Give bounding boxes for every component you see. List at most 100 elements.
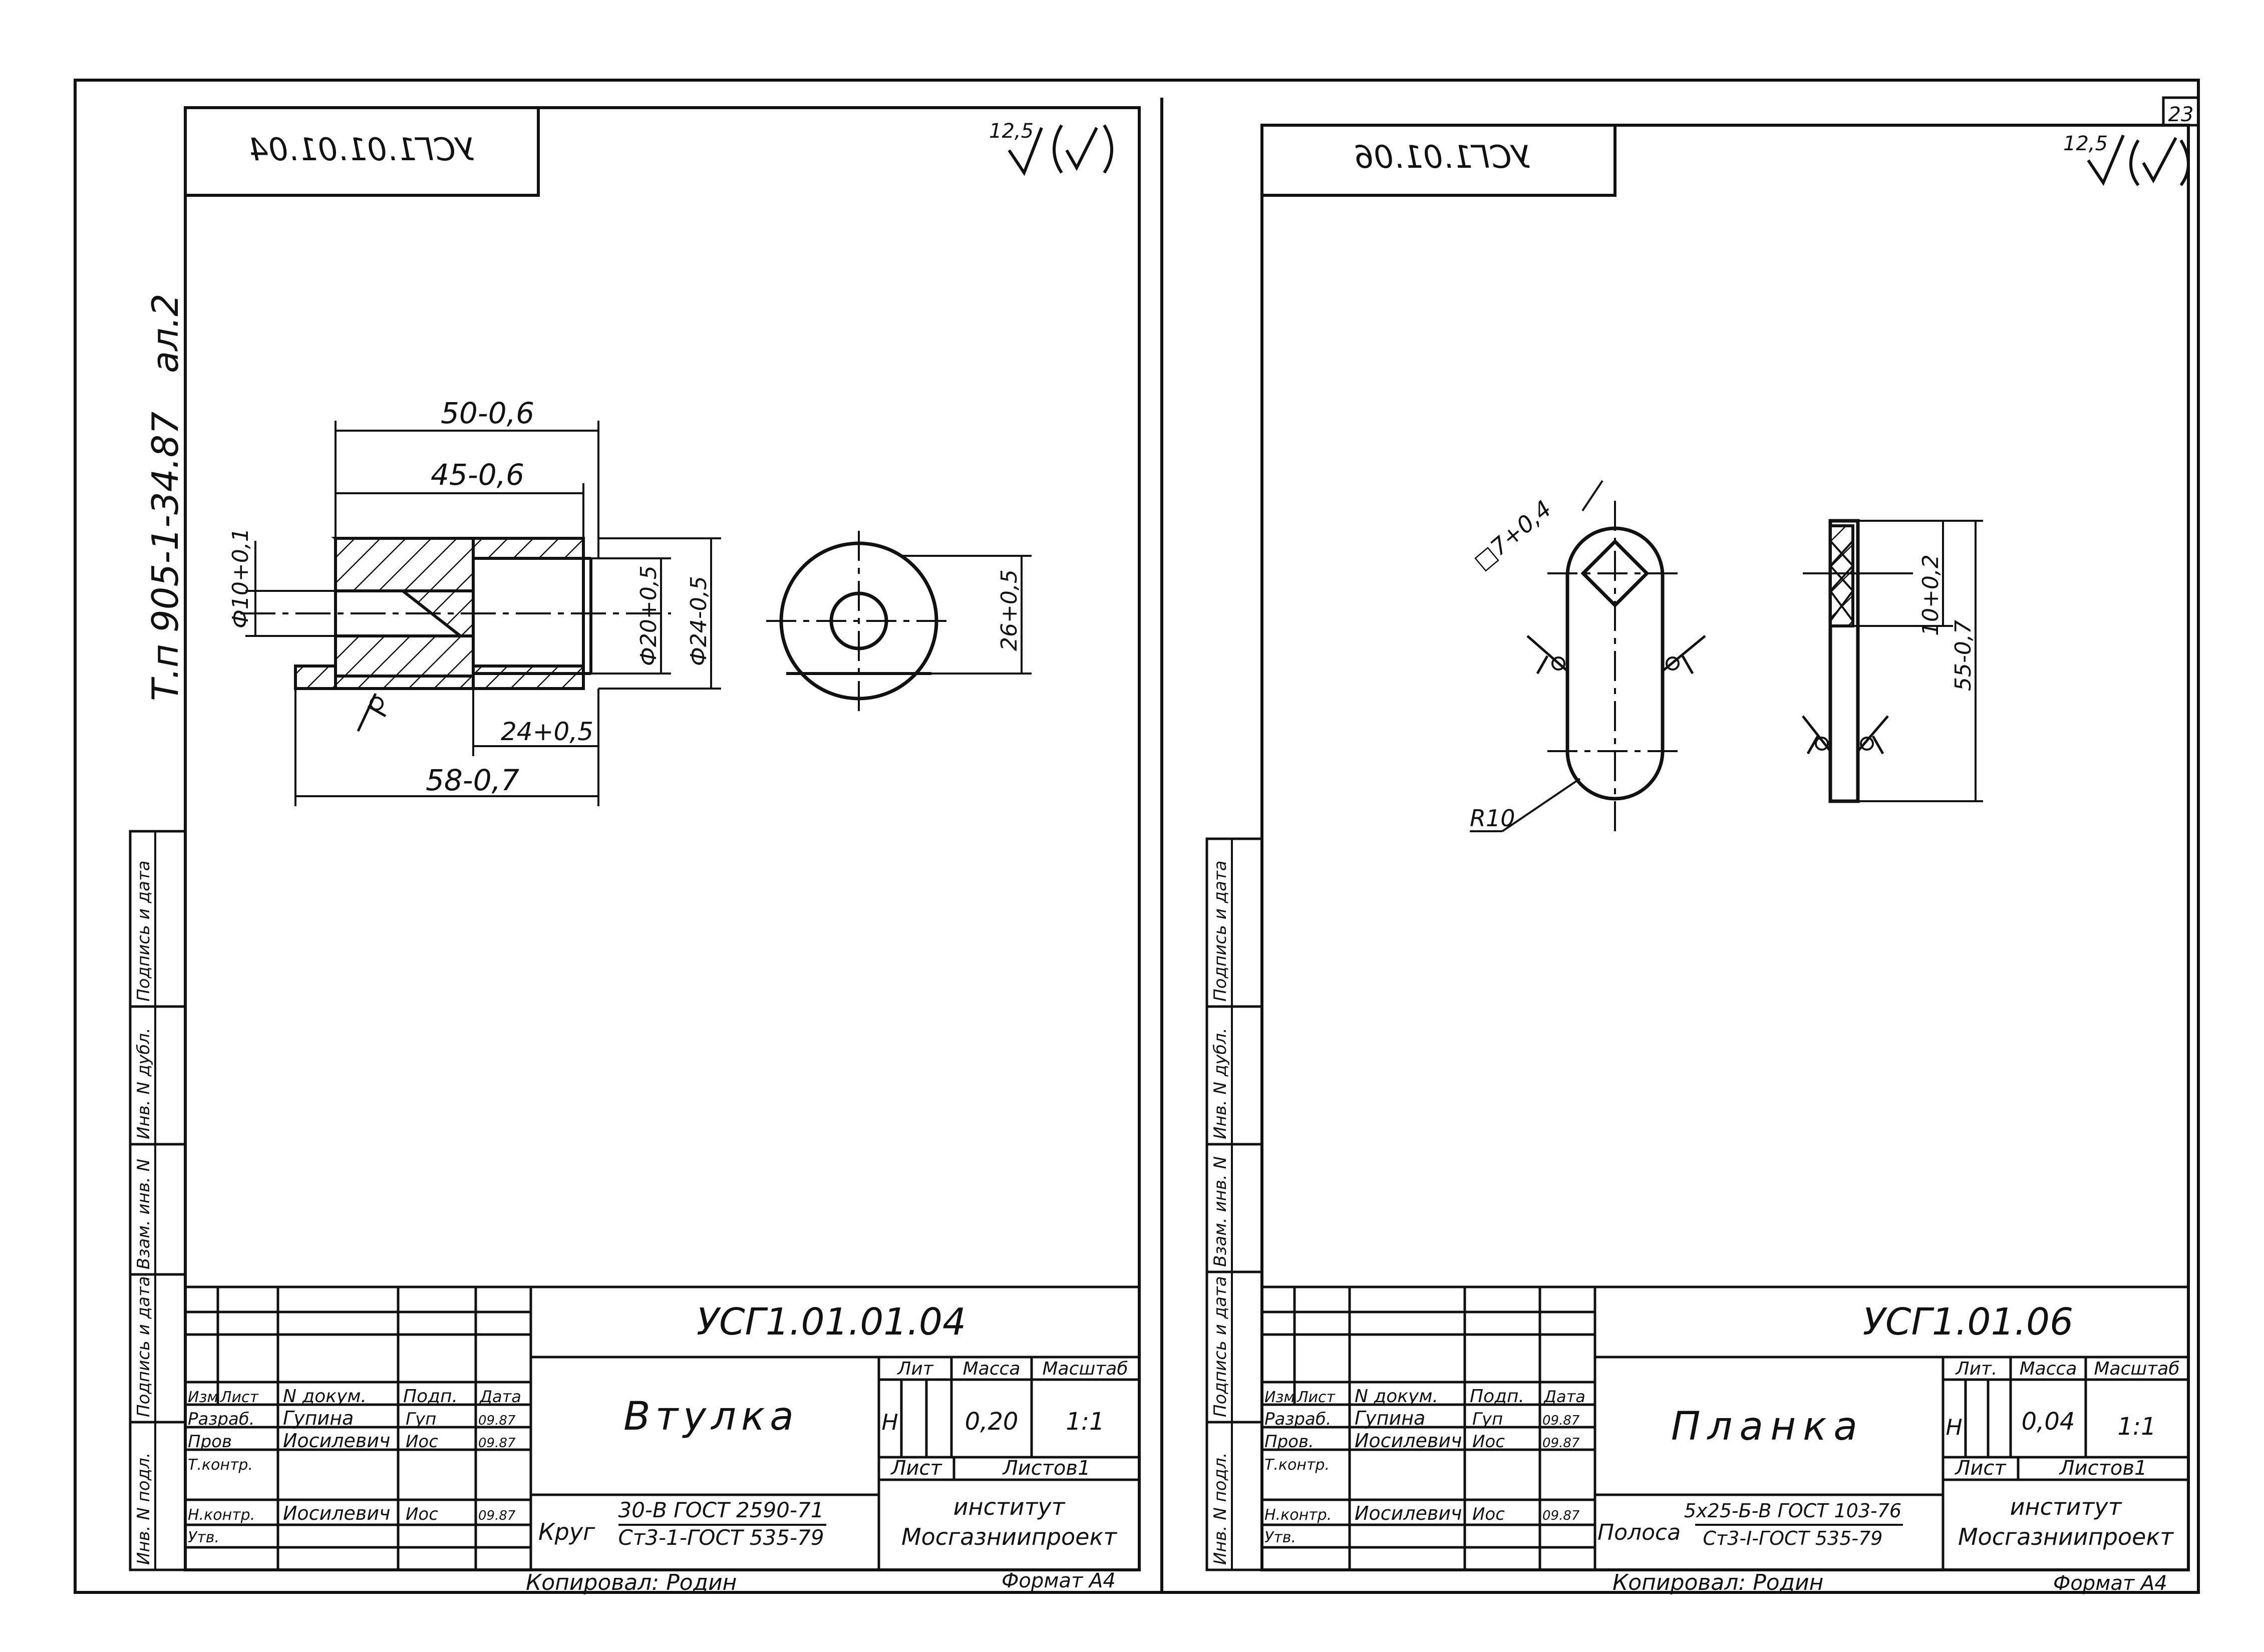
right-tb-mass-header: Масса [2020, 1359, 2077, 1379]
left-tb-material-top: 30-В ГОСТ 2590-71 [618, 1498, 824, 1522]
right-tb-lit-header: Лит. [1955, 1359, 1998, 1379]
svg-text:Н.контр.: Н.контр. [188, 1506, 255, 1524]
dim-dia-26: 26+0,5 [997, 569, 1022, 651]
left-title-block [184, 1285, 1141, 1571]
left-side-label-inv: Инв. N подл. [134, 1452, 154, 1565]
svg-text:Т.контр.: Т.контр. [1264, 1456, 1330, 1474]
svg-text:Утв.: Утв. [188, 1529, 219, 1546]
left-tb-org-line1: институт [953, 1493, 1066, 1520]
right-side-label-inv: Инв. N подл. [1210, 1452, 1230, 1565]
svg-text:Гупина: Гупина [283, 1407, 354, 1429]
svg-text:Иос: Иос [406, 1504, 438, 1524]
project-label: Т.п 905-1-34.87 [144, 412, 186, 701]
outer-frame [74, 79, 2200, 1594]
svg-text:Подп.: Подп. [403, 1386, 458, 1407]
right-tb-scale-value: 1:1 [2117, 1413, 2156, 1441]
left-stamp-text: УСГ1.01.01.04 [249, 131, 475, 168]
right-tb-designation: УСГ1.01.06 [1863, 1300, 2073, 1344]
left-sheet: УСГ1.01.01.04 12,5 Инв. N подл. Инв. N п… [129, 106, 1141, 1595]
right-side-label-dubl: Инв. N дубл. [1210, 1028, 1230, 1139]
right-roughness-icon [2087, 134, 2190, 186]
right-format: Формат А4 [2053, 1572, 2167, 1595]
left-copied: Копировал: Родин [526, 1570, 737, 1595]
strip-side-view [1802, 519, 1983, 803]
right-side-label-sign2: Подпись и дата [1210, 860, 1230, 1002]
svg-text:N докум.: N докум. [1355, 1386, 1438, 1407]
right-tb-col-headers: Изм Лист N докум. Подп. Дата [1264, 1386, 1585, 1407]
right-roughness-value: 12,5 [2063, 132, 2108, 155]
svg-text:Разраб.: Разраб. [1264, 1409, 1332, 1429]
right-dim-square: □7+0,4 [1468, 495, 1556, 575]
left-tb-col-headers: Изм Лист N докум. Подп. Дата [188, 1386, 521, 1407]
right-side-label-vzam: Взам. инв. N [1210, 1156, 1230, 1267]
right-tb-org-line2: Мосгазниипроект [1958, 1523, 2174, 1550]
svg-text:Иосилевич: Иосилевич [283, 1430, 390, 1452]
dim-58: 58-0,7 [426, 763, 519, 797]
right-tb-material-left: Полоса [1597, 1520, 1681, 1545]
right-tb-rows: Разраб. Гупина Гуп 09.87 Пров. Иосилевич… [1264, 1407, 1580, 1546]
svg-text:Лист: Лист [220, 1389, 259, 1406]
left-side-label-vzam: Взам. инв. N [134, 1159, 154, 1269]
dim-50: 50-0,6 [441, 396, 534, 430]
svg-text:09.87: 09.87 [1542, 1436, 1580, 1451]
left-tb-scale-value: 1:1 [1066, 1408, 1104, 1436]
sheet-number: 23 [2168, 103, 2194, 126]
left-tb-lit-value: Н [881, 1410, 898, 1435]
svg-text:Иосилевич: Иосилевич [283, 1502, 390, 1524]
left-tb-lit-header: Лит [896, 1359, 933, 1379]
right-tb-scale-header: Масштаб [2094, 1359, 2179, 1379]
svg-text:Гупина: Гупина [1355, 1407, 1425, 1429]
right-tb-part-name: Планка [1671, 1404, 1864, 1449]
left-side-label-dubl: Инв. N дубл. [134, 1028, 154, 1139]
right-stamp-box [1260, 124, 1616, 197]
svg-text:Н.контр.: Н.контр. [1264, 1506, 1332, 1524]
left-roughness-icon [1008, 124, 1113, 176]
left-tb-part-name: Втулка [623, 1394, 799, 1439]
left-tb-material-left: Круг [538, 1518, 595, 1545]
right-sheet: УСГ1.01.06 12,5 Инв. N подл. Подпись и д… [1205, 124, 2190, 1595]
left-stamp-box [184, 106, 540, 197]
dim-dia-20: Ф20+0,5 [636, 565, 662, 666]
right-tb-material-top: 5х25-Б-В ГОСТ 103-76 [1684, 1500, 1901, 1522]
left-tb-rows: Разраб. Гупина Гуп 09.87 Пров Иосилевич … [188, 1407, 516, 1546]
right-tb-lit-value: Н [1946, 1415, 1962, 1440]
left-roughness-value: 12,5 [989, 120, 1034, 143]
dim-24-len: 24+0,5 [501, 717, 593, 746]
dim-45: 45-0,6 [431, 458, 524, 492]
svg-text:N докум.: N докум. [283, 1386, 367, 1407]
left-side-label-sign1: Подпись и дата [134, 1276, 154, 1417]
svg-text:Изм: Изм [1264, 1389, 1295, 1406]
svg-text:Разраб.: Разраб. [188, 1409, 255, 1429]
svg-text:Пров: Пров [188, 1432, 232, 1452]
left-tb-material-bottom: Ст3-1-ГОСТ 535-79 [618, 1525, 824, 1550]
svg-text:Пров.: Пров. [1264, 1432, 1314, 1452]
svg-text:Дата: Дата [1543, 1387, 1585, 1406]
left-tb-designation: УСГ1.01.01.04 [697, 1300, 966, 1344]
svg-text:09.87: 09.87 [478, 1436, 516, 1451]
svg-text:Дата: Дата [479, 1387, 521, 1406]
svg-text:09.87: 09.87 [1542, 1413, 1580, 1428]
right-dim-radius: R10 [1470, 805, 1515, 832]
svg-text:Т.контр.: Т.контр. [188, 1456, 253, 1474]
left-dimension-lines [245, 421, 1032, 806]
svg-text:Подп.: Подп. [1470, 1386, 1524, 1407]
left-format: Формат А4 [1002, 1569, 1116, 1592]
svg-text:Иосилевич: Иосилевич [1355, 1502, 1462, 1524]
svg-text:Гуп: Гуп [1472, 1409, 1503, 1429]
bushing-section-view [240, 537, 671, 732]
svg-text:09.87: 09.87 [478, 1508, 516, 1523]
right-dim-length: 55-0,7 [1951, 620, 1976, 691]
svg-text:Изм: Изм [188, 1389, 218, 1406]
right-side-label-sign1: Подпись и дата [1210, 1276, 1230, 1417]
left-tb-mass-value: 0,20 [965, 1408, 1019, 1436]
svg-text:Лист: Лист [1297, 1389, 1336, 1406]
strip-front-view [1470, 480, 1706, 836]
left-tb-mass-header: Масса [963, 1359, 1021, 1379]
svg-text:Иос: Иос [1472, 1504, 1505, 1524]
right-copied: Копировал: Родин [1612, 1570, 1823, 1595]
left-tb-scale-header: Масштаб [1042, 1359, 1128, 1379]
svg-text:Иос: Иос [406, 1432, 438, 1452]
left-side-label-sign2: Подпись и дата [134, 860, 154, 1002]
album-label: ал.2 [144, 293, 186, 373]
